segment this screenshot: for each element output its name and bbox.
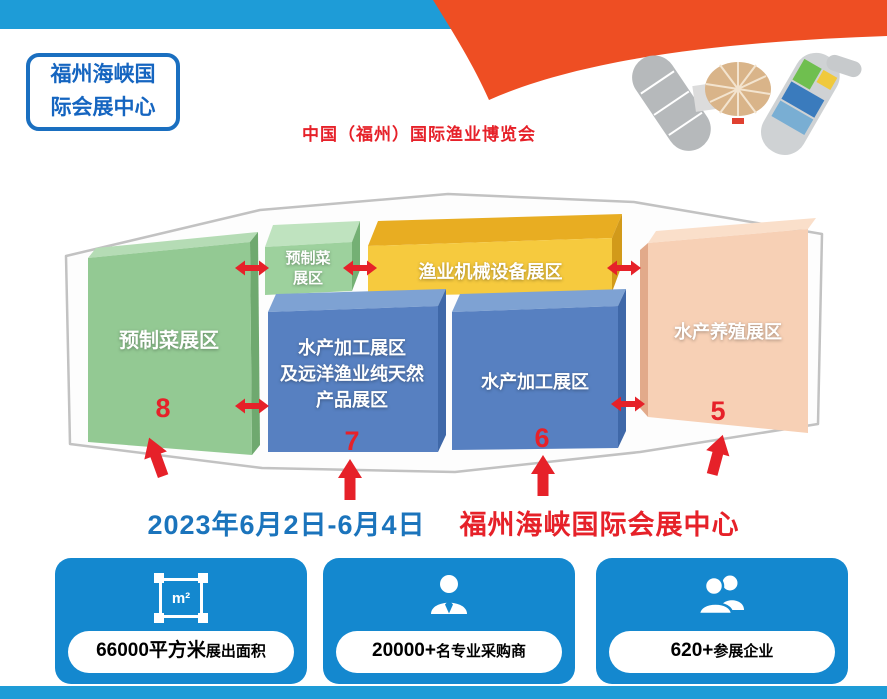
hall-processing-block bbox=[452, 289, 626, 450]
venue-map bbox=[620, 34, 868, 172]
entrance-arrow-icon bbox=[144, 437, 169, 478]
hall-processing-natural-block bbox=[268, 289, 446, 452]
stat-value: 66000平方米 bbox=[96, 640, 206, 661]
hall-premade-small-block bbox=[265, 221, 360, 295]
entrance-arrow-icon bbox=[706, 434, 730, 476]
stat-value: 20000+ bbox=[372, 640, 436, 661]
stat-card-area: m² 66000平方米展出面积 bbox=[55, 558, 307, 684]
stat-value: 620+ bbox=[670, 640, 714, 661]
hall-label-aquaculture: 水产养殖展区 bbox=[674, 322, 782, 342]
hall-number-5: 5 bbox=[710, 396, 726, 426]
hall-number-6: 6 bbox=[534, 423, 550, 453]
transfer-arrow-icons bbox=[235, 260, 645, 414]
transfer-arrow-icon bbox=[235, 398, 269, 414]
hall-number-7: 7 bbox=[344, 426, 360, 456]
transfer-arrow-icon bbox=[607, 260, 641, 276]
exhibitors-icon bbox=[697, 575, 744, 616]
hall-label-processing: 水产加工展区 bbox=[481, 372, 589, 392]
floorplan: 预制菜展区 预制菜 展区 渔业机械设备展区 水产加工展区 及远洋渔业纯天然 产品… bbox=[55, 185, 835, 505]
hall-aquaculture-block bbox=[640, 218, 816, 433]
stat-label: 名专业采购商 bbox=[435, 643, 526, 660]
venue-map-graphic bbox=[632, 52, 862, 155]
area-icon-text: m² bbox=[171, 589, 191, 607]
stat-pill-buyers: 20000+名专业采购商 bbox=[336, 631, 562, 673]
expo-title: 中国（福州）国际渔业博览会 bbox=[302, 125, 536, 144]
venue-badge: 福州海峡国 际会展中心 bbox=[26, 53, 180, 131]
entrance-arrow-icon bbox=[338, 459, 362, 500]
stat-card-exhibitors: 620+参展企业 bbox=[596, 558, 848, 684]
bottom-bar bbox=[0, 686, 887, 699]
stat-card-buyers: 20000+名专业采购商 bbox=[323, 558, 575, 684]
hall-label-premade-large: 预制菜展区 bbox=[119, 330, 219, 352]
venue-badge-text: 福州海峡国 际会展中心 bbox=[50, 63, 156, 119]
transfer-arrow-icon bbox=[235, 260, 269, 276]
hall-premade-large-block bbox=[88, 232, 260, 455]
hall-label-premade-small: 预制菜 展区 bbox=[285, 250, 331, 287]
event-venue: 福州海峡国际会展中心 bbox=[459, 510, 740, 540]
hall-label-processing-natural: 水产加工展区 及远洋渔业纯天然 产品展区 bbox=[280, 338, 424, 411]
orange-swoosh bbox=[433, 0, 887, 100]
area-icon: m² bbox=[154, 573, 208, 623]
entrance-arrow-icons bbox=[144, 434, 730, 500]
hall-label-machinery: 渔业机械设备展区 bbox=[418, 262, 563, 282]
buyer-icon bbox=[431, 575, 467, 614]
schedule-line: 2023年6月2日-6月4日 福州海峡国际会展中心 bbox=[0, 503, 887, 542]
entrance-arrow-icon bbox=[531, 455, 555, 496]
transfer-arrow-icon bbox=[343, 260, 377, 276]
stat-label: 参展企业 bbox=[713, 643, 774, 660]
stat-pill-area: 66000平方米展出面积 bbox=[68, 631, 294, 673]
stat-pill-exhibitors: 620+参展企业 bbox=[609, 631, 835, 673]
stat-label: 展出面积 bbox=[205, 643, 266, 660]
transfer-arrow-icon bbox=[611, 396, 645, 412]
hall-machinery-block bbox=[368, 214, 622, 296]
floorplan-graphic bbox=[64, 192, 824, 500]
event-date: 2023年6月2日-6月4日 bbox=[147, 510, 426, 540]
hall-number-8: 8 bbox=[155, 393, 171, 423]
